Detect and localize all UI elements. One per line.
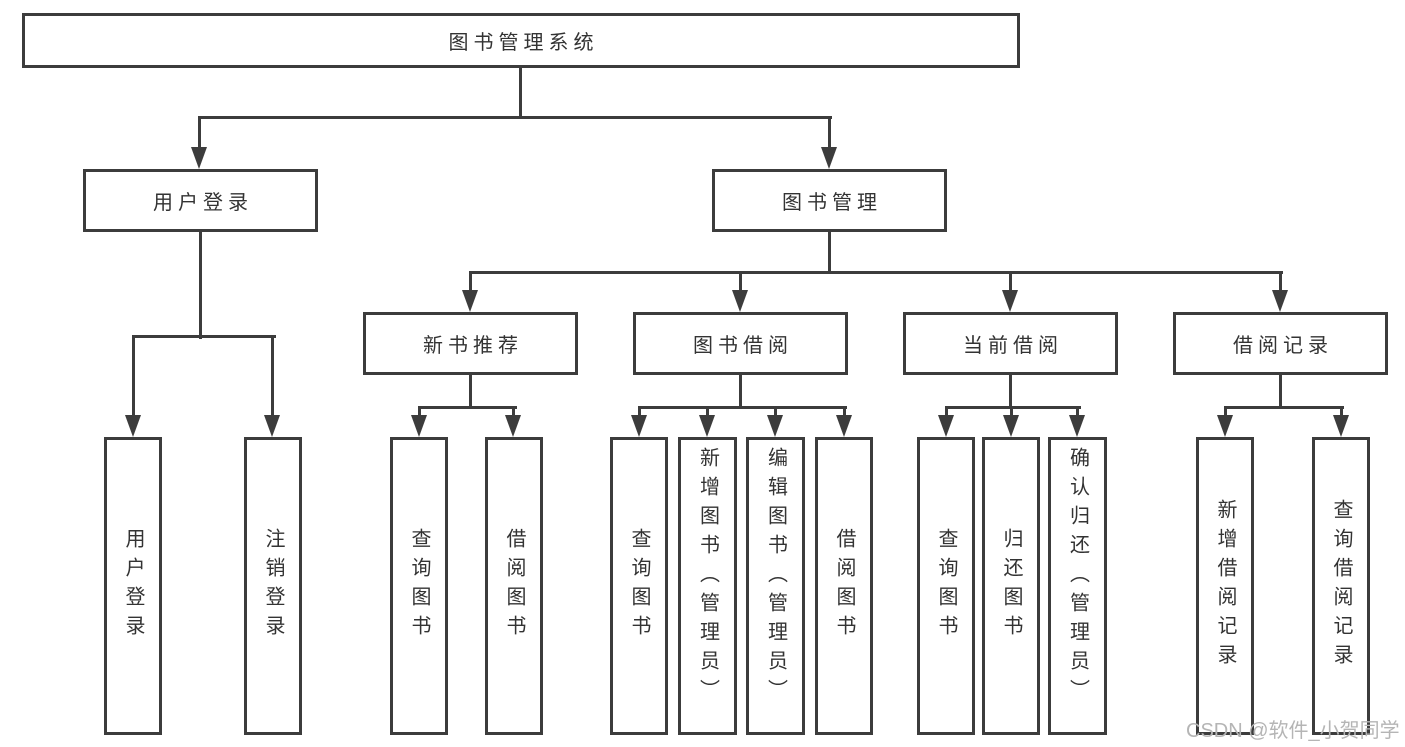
node-book-borrow: 图书借阅 (633, 312, 848, 375)
leaf-edit-books-admin: 编辑图书（管理员） (746, 437, 805, 735)
arrowhead (505, 415, 521, 437)
arrowhead (938, 415, 954, 437)
connector-drop (1340, 407, 1343, 417)
connector-drop (512, 407, 515, 417)
connector-drop-book-management (828, 117, 831, 149)
arrowhead-current-borrow (1002, 290, 1018, 312)
leaf-add-borrow-record: 新增借阅记录 (1196, 437, 1254, 735)
leaf-user-login: 用户登录 (104, 437, 162, 735)
connector-bookmgmt-bar (469, 271, 1283, 274)
node-label: 图书管理 (782, 192, 882, 214)
connector-drop-user-login (198, 117, 201, 149)
arrowhead (1069, 415, 1085, 437)
node-label: 当前借阅 (963, 335, 1063, 357)
node-new-book-recommend: 新书推荐 (363, 312, 578, 375)
connector-drop-book-borrow (739, 272, 742, 292)
connector-root-stem (519, 68, 522, 119)
leaf-borrow-books: 借阅图书 (815, 437, 873, 735)
csdn-watermark: CSDN @软件_小贺同学 (1186, 720, 1400, 742)
arrowhead-book-borrow (732, 290, 748, 312)
node-book-management: 图书管理 (712, 169, 947, 232)
connector-drop (1010, 407, 1013, 417)
node-label: 用户登录 (153, 192, 253, 214)
leaf-query-books-current: 查询图书 (917, 437, 975, 735)
connector-currentborrow-bar (945, 406, 1081, 409)
connector-bookborrow-stem (739, 375, 742, 409)
arrowhead (767, 415, 783, 437)
arrowhead (836, 415, 852, 437)
connector-currentborrow-stem (1009, 375, 1012, 409)
node-label: 查询借阅记录 (1330, 499, 1352, 673)
node-label: 归还图书 (1000, 528, 1022, 644)
arrowhead (1333, 415, 1349, 437)
node-root-library-system: 图书管理系统 (22, 13, 1020, 68)
connector-userlogin-stem (199, 232, 202, 339)
node-label: 注销登录 (262, 528, 284, 644)
connector-drop-leaf-login (132, 336, 135, 417)
connector-borrowrecords-stem (1279, 375, 1282, 409)
arrowhead-book-management (821, 147, 837, 169)
node-label: 图书管理系统 (448, 32, 599, 54)
node-label: 新书推荐 (423, 335, 523, 357)
arrowhead (411, 415, 427, 437)
node-user-login-group: 用户登录 (83, 169, 318, 232)
connector-drop (1076, 407, 1079, 417)
arrowhead-leaf-login (125, 415, 141, 437)
connector-drop (706, 407, 709, 417)
leaf-query-books-recommend: 查询图书 (390, 437, 448, 735)
node-label: 编辑图书（管理员） (764, 447, 787, 708)
connector-drop (945, 407, 948, 417)
arrowhead (631, 415, 647, 437)
node-label: 确认归还（管理员） (1066, 447, 1089, 708)
connector-drop (418, 407, 421, 417)
arrowhead-borrow-records (1272, 290, 1288, 312)
connector-borrowrecords-bar (1224, 406, 1344, 409)
leaf-add-books-admin: 新增图书（管理员） (678, 437, 737, 735)
leaf-query-books-borrow: 查询图书 (610, 437, 668, 735)
node-label: 查询图书 (408, 528, 430, 644)
connector-drop-leaf-logout (271, 336, 274, 417)
connector-drop-new-book (469, 272, 472, 292)
node-label: 新增借阅记录 (1214, 499, 1236, 673)
connector-bookborrow-bar (638, 406, 847, 409)
arrowhead-user-login (191, 147, 207, 169)
node-current-borrow: 当前借阅 (903, 312, 1118, 375)
leaf-return-books: 归还图书 (982, 437, 1040, 735)
node-label: 新增图书（管理员） (696, 447, 719, 708)
leaf-confirm-return-admin: 确认归还（管理员） (1048, 437, 1107, 735)
leaf-query-borrow-record: 查询借阅记录 (1312, 437, 1370, 735)
connector-newbook-bar (418, 406, 517, 409)
arrowhead (1003, 415, 1019, 437)
node-label: 借阅记录 (1233, 335, 1333, 357)
node-borrow-records: 借阅记录 (1173, 312, 1388, 375)
connector-userlogin-bar (132, 335, 276, 338)
connector-drop (1224, 407, 1227, 417)
node-label: 查询图书 (628, 528, 650, 644)
connector-drop (843, 407, 846, 417)
connector-drop (774, 407, 777, 417)
connector-root-bar (198, 116, 832, 119)
connector-bookmgmt-stem (828, 232, 831, 274)
node-label: 借阅图书 (833, 528, 855, 644)
connector-newbook-stem (469, 375, 472, 409)
arrowhead (1217, 415, 1233, 437)
arrowhead-new-book (462, 290, 478, 312)
leaf-logout: 注销登录 (244, 437, 302, 735)
node-label: 图书借阅 (693, 335, 793, 357)
connector-drop-borrow-records (1279, 272, 1282, 292)
node-label: 借阅图书 (503, 528, 525, 644)
node-label: 查询图书 (935, 528, 957, 644)
connector-drop (638, 407, 641, 417)
arrowhead-leaf-logout (264, 415, 280, 437)
connector-drop-current-borrow (1009, 272, 1012, 292)
leaf-borrow-books-recommend: 借阅图书 (485, 437, 543, 735)
arrowhead (699, 415, 715, 437)
node-label: 用户登录 (122, 528, 144, 644)
